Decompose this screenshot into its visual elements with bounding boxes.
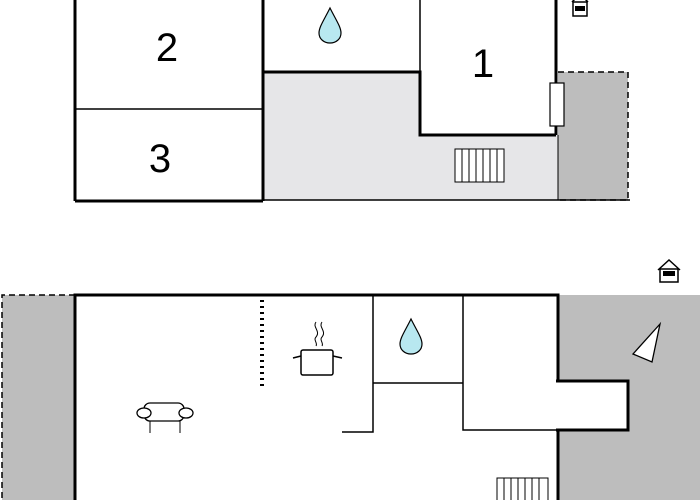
- sofa-icon: [136, 402, 194, 433]
- utility-walls: [462, 295, 558, 431]
- upper-floor: 2 3 1: [73, 0, 630, 203]
- terrace-upper: [558, 72, 628, 200]
- terrace-left: [2, 295, 75, 500]
- house-entrance-icon: [657, 258, 681, 283]
- shower-icon: [631, 321, 662, 363]
- stairs-icon: [496, 477, 549, 500]
- upper-wall-step: [263, 70, 556, 137]
- water-drop-icon: [399, 317, 423, 355]
- lower-wall-left: [73, 293, 560, 500]
- room1-window: [549, 82, 565, 127]
- room-label-2: 2: [156, 26, 178, 70]
- stairs-icon: [454, 148, 505, 183]
- lower-wall-porch: [556, 379, 630, 432]
- terrace-left-dashed-border: [1, 294, 75, 500]
- room-label-1: 1: [472, 42, 494, 86]
- cooking-pot-icon: [292, 321, 343, 376]
- house-entrance-icon: [571, 0, 589, 17]
- water-drop-icon: [318, 6, 342, 44]
- bathroom-wall: [342, 295, 374, 433]
- lower-floor: [1, 258, 700, 500]
- room-label-3: 3: [149, 137, 171, 181]
